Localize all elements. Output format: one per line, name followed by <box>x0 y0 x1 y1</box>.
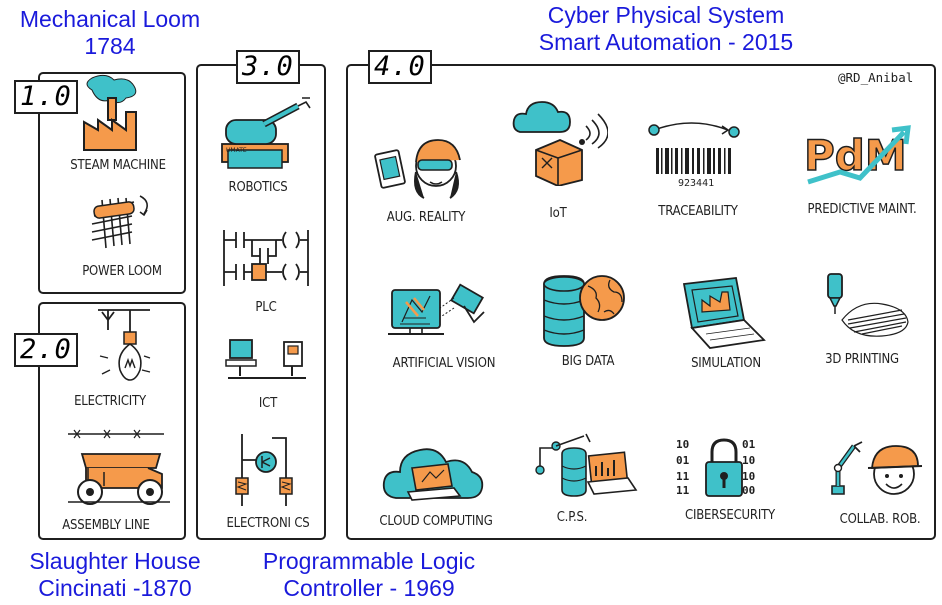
iot-cloud-box-icon <box>512 101 608 186</box>
vintage-car-icon <box>68 429 170 505</box>
tag-2-0: 2.0 <box>14 333 78 367</box>
svg-text:00: 00 <box>742 484 755 497</box>
caption-rev3-line2: Controller - 1969 <box>283 575 455 601</box>
label-iot: IoT <box>549 206 567 221</box>
caption-rev2-line2: Cincinati -1870 <box>38 575 192 601</box>
steam-factory-icon <box>83 74 137 151</box>
3d-printing-icon <box>827 273 909 337</box>
caption-rev4-line2: Smart Automation - 2015 <box>538 29 794 55</box>
augmented-reality-icon <box>374 139 461 199</box>
label-3d-printing: 3D PRINTING <box>825 352 899 367</box>
caption-rev2: Slaughter House Cincinati -1870 <box>4 548 226 602</box>
svg-text:11: 11 <box>676 470 690 483</box>
computer-network-icon <box>225 339 306 379</box>
svg-text:10: 10 <box>742 454 755 467</box>
svg-text:10: 10 <box>676 438 689 451</box>
label-simulation: SIMULATION <box>691 356 761 371</box>
label-electronics: ELECTRONI CS <box>226 516 310 531</box>
label-aug-reality: AUG. REALITY <box>386 210 466 225</box>
svg-text:10: 10 <box>742 470 755 483</box>
svg-text:01: 01 <box>676 454 690 467</box>
label-artificial-vision: ARTIFICIAL VISION <box>392 356 496 371</box>
circuit-icon <box>235 434 293 506</box>
label-predictive-maint: PREDICTIVE MAINT. <box>807 202 917 217</box>
caption-rev2-line1: Slaughter House <box>29 548 201 574</box>
big-data-icon <box>543 275 625 347</box>
label-plc: PLC <box>255 300 277 315</box>
simulation-laptop-icon <box>682 277 766 349</box>
panel-4-0 <box>346 64 936 540</box>
power-loom-icon <box>91 195 148 249</box>
label-big-data: BIG DATA <box>561 354 615 369</box>
label-traceability: TRACEABILITY <box>658 204 738 219</box>
caption-rev1: Mechanical Loom 1784 <box>4 6 216 60</box>
barcode-number-text: 923441 <box>678 178 714 189</box>
cloud-computing-icon <box>382 448 484 501</box>
label-cibersecurity: CIBERSECURITY <box>685 508 775 523</box>
artificial-vision-icon <box>388 283 485 335</box>
caption-rev4: Cyber Physical System Smart Automation -… <box>510 2 822 56</box>
plc-ladder-icon <box>223 230 309 286</box>
caption-rev1-line1: Mechanical Loom <box>19 6 201 32</box>
caption-rev4-line1: Cyber Physical System <box>547 2 785 28</box>
panel-1-0 <box>38 72 186 294</box>
barcode-traceability-icon: 923441 <box>648 122 740 189</box>
cps-icon <box>535 433 638 497</box>
collaborative-robot-icon <box>831 441 923 495</box>
tag-4-0: 4.0 <box>368 50 432 84</box>
pdm-logo-text: PdM <box>804 131 907 180</box>
label-cps: C.P.S. <box>556 510 588 525</box>
label-power-loom: POWER LOOM <box>82 264 162 279</box>
label-electricity: ELECTRICITY <box>74 394 146 409</box>
svg-text:11: 11 <box>676 484 690 497</box>
label-assembly-line: ASSEMBLY LINE <box>62 518 150 533</box>
label-ict: ICT <box>258 396 278 411</box>
svg-text:01: 01 <box>742 438 756 451</box>
robot-plate-text: UMATE <box>226 147 247 154</box>
robot-arm-icon: UMATE <box>221 97 311 169</box>
label-cloud-computing: CLOUD COMPUTING <box>379 514 493 529</box>
label-collab-rob: COLLAB. ROB. <box>839 512 921 527</box>
panel-2-0 <box>38 302 186 540</box>
predictive-maintenance-icon: PdM <box>803 125 911 185</box>
caption-rev3-line1: Programmable Logic <box>262 548 476 574</box>
author-credit: @RD_Anibal <box>838 70 914 85</box>
tag-3-0: 3.0 <box>236 50 300 84</box>
caption-rev1-line2: 1784 <box>84 33 136 59</box>
light-bulb-icon <box>98 309 151 381</box>
tag-1-0: 1.0 <box>14 80 78 114</box>
label-robotics: ROBOTICS <box>228 180 288 195</box>
label-steam-machine: STEAM MACHINE <box>70 158 166 173</box>
caption-rev3: Programmable Logic Controller - 1969 <box>238 548 500 602</box>
